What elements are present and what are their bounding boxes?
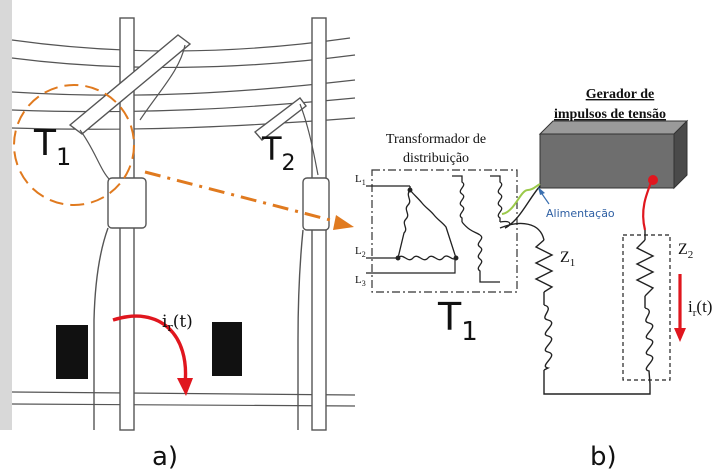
panel-a-label: a) (152, 442, 178, 472)
supply-label: Alimentação (546, 207, 615, 220)
secondary-windings (452, 175, 511, 283)
transformer-t1-box (371, 169, 518, 293)
transformer-title-line1: Transformador de (386, 132, 486, 147)
current-arrow-a (112, 314, 188, 385)
impulse-generator (538, 119, 689, 190)
z1-label: Z1 (560, 249, 575, 269)
delta-primary-winding (395, 186, 459, 261)
supply-wire (501, 183, 541, 215)
panel-b-label: b) (590, 442, 617, 472)
overhead-wires (11, 37, 356, 407)
current-arrow-a-head (177, 378, 193, 396)
equipment-box-left (56, 325, 88, 379)
z1-impedance (499, 222, 651, 395)
t2-label-a: T2 (261, 130, 296, 176)
generator-output-terminal (648, 175, 658, 185)
panel-b-schematic: Transformador de distribuição L1 L2 L3 (355, 87, 712, 472)
insulator-leads (79, 44, 319, 181)
z2-label: Z2 (678, 241, 693, 261)
generator-title-line1: Gerador de (586, 87, 655, 102)
current-label-a: ir(t) (162, 312, 193, 334)
panel-a-pole-sketch: T1 T2 ir(t) a) (0, 0, 356, 472)
terminal-leads (366, 185, 456, 274)
z2-impedance (635, 230, 655, 385)
t1-label-b: T1 (437, 295, 478, 347)
t1-highlight-circle (13, 84, 135, 206)
current-arrow-b-head (674, 328, 686, 342)
t1-link-arrow (144, 170, 354, 230)
terminal-l2: L2 (355, 245, 366, 259)
t1-label-a: T1 (33, 123, 71, 171)
transformer-title-line2: distribuição (403, 151, 469, 166)
current-label-b: ir(t) (688, 297, 712, 319)
z2-box (622, 234, 671, 381)
generator-title-line2: impulsos de tensão (554, 107, 666, 122)
supply-pointer-head (538, 187, 545, 195)
equipment-box-right (212, 322, 242, 376)
terminal-l3: L3 (355, 274, 366, 288)
left-shadow (0, 0, 12, 430)
transformer-t2-tank (297, 177, 330, 430)
terminal-l1: L1 (355, 173, 366, 187)
crossarms (68, 34, 307, 141)
transformer-t1-tank (93, 177, 147, 430)
